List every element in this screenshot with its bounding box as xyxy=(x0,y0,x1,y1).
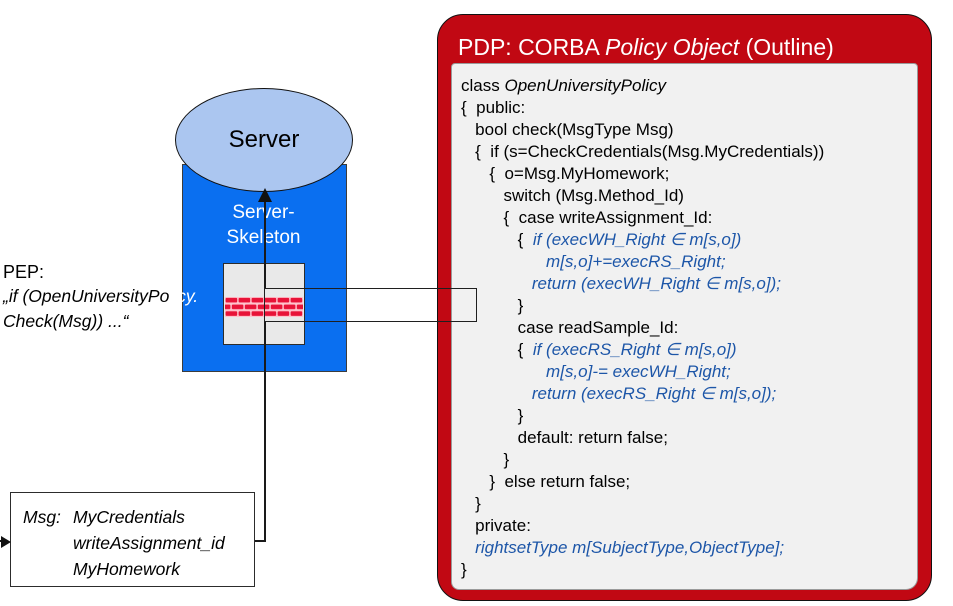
code-line: } xyxy=(461,406,524,425)
arrow-up-icon xyxy=(258,188,272,202)
msg-row-1: Msg: MyCredentials xyxy=(23,504,254,530)
pep-code-line-1-black: „if (OpenUniversityPo xyxy=(3,286,170,306)
server-skeleton-label-line2: Skeleton xyxy=(182,225,345,250)
code-line: m[s,o]-= execWH_Right; xyxy=(546,362,731,381)
pep-code-line-1: „if (OpenUniversityPolicy. xyxy=(3,284,263,309)
msg-box: Msg: MyCredentials writeAssignment_id My… xyxy=(10,492,255,587)
pep-code-line-1-white: licy. xyxy=(169,286,199,306)
code-line: } xyxy=(461,296,524,315)
code-line: rightsetType m[SubjectType,ObjectType]; xyxy=(475,538,785,557)
code-line: switch (Msg.Method_Id) xyxy=(461,186,684,205)
code-line: { if (execWH_Right ∈ m[s,o]) xyxy=(461,230,742,249)
code-line: } else return false; xyxy=(461,472,631,491)
policy-code-panel: class OpenUniversityPolicy { public: bool… xyxy=(451,63,918,590)
code-line: case readSample_Id: xyxy=(461,318,679,337)
code-line: { o=Msg.MyHomework; xyxy=(461,164,670,183)
pdp-title-prefix: PDP: CORBA xyxy=(458,34,605,60)
pdp-panel-title: PDP: CORBA Policy Object (Outline) xyxy=(458,34,834,61)
pdp-panel: PDP: CORBA Policy Object (Outline) class… xyxy=(437,14,932,601)
code-line: return (execWH_Right ∈ m[s,o]); xyxy=(531,274,781,293)
server-ellipse: Server xyxy=(175,88,353,192)
code-line: class OpenUniversityPolicy xyxy=(461,76,667,95)
code-line: } xyxy=(461,494,481,513)
pep-code-line-2: Check(Msg)) ...“ xyxy=(3,311,129,331)
code-block: class OpenUniversityPolicy { public: bool… xyxy=(461,75,917,581)
message-flow-line-elbow xyxy=(255,540,266,542)
message-flow-line-lower xyxy=(264,322,266,542)
interceptor-channel-rect xyxy=(264,288,477,322)
arrow-right-icon xyxy=(1,536,11,548)
code-line: default: return false; xyxy=(461,428,668,447)
code-line: { if (execRS_Right ∈ m[s,o]) xyxy=(461,340,737,359)
pdp-title-italic: Policy Object xyxy=(604,34,740,60)
code-line: } xyxy=(461,450,510,469)
code-line: { if (s=CheckCredentials(Msg.MyCredentia… xyxy=(461,142,825,161)
server-skeleton-label: Server- Skeleton xyxy=(182,200,345,250)
server-skeleton-label-line1: Server- xyxy=(182,200,345,225)
code-line: private: xyxy=(461,516,531,535)
pep-annotation: PEP: „if (OpenUniversityPolicy. Check(Ms… xyxy=(3,260,263,334)
code-line: { case writeAssignment_Id: xyxy=(461,208,713,227)
msg-row-2: writeAssignment_id xyxy=(23,530,254,556)
msg-row-3: MyHomework xyxy=(23,556,254,582)
pep-label: PEP: xyxy=(3,262,45,282)
msg-value-method: writeAssignment_id xyxy=(73,533,225,553)
msg-value-credentials: MyCredentials xyxy=(73,507,185,527)
code-line: bool check(MsgType Msg) xyxy=(461,120,674,139)
code-line: } xyxy=(461,560,467,579)
msg-value-homework: MyHomework xyxy=(73,559,180,579)
code-line: return (execRS_Right ∈ m[s,o]); xyxy=(531,384,777,403)
code-line: { public: xyxy=(461,98,526,117)
pdp-title-suffix: (Outline) xyxy=(739,34,834,60)
code-line: m[s,o]+=execRS_Right; xyxy=(546,252,726,271)
server-label: Server xyxy=(228,126,300,153)
message-flow-line-upper xyxy=(264,190,266,288)
msg-label: Msg: xyxy=(23,507,61,527)
